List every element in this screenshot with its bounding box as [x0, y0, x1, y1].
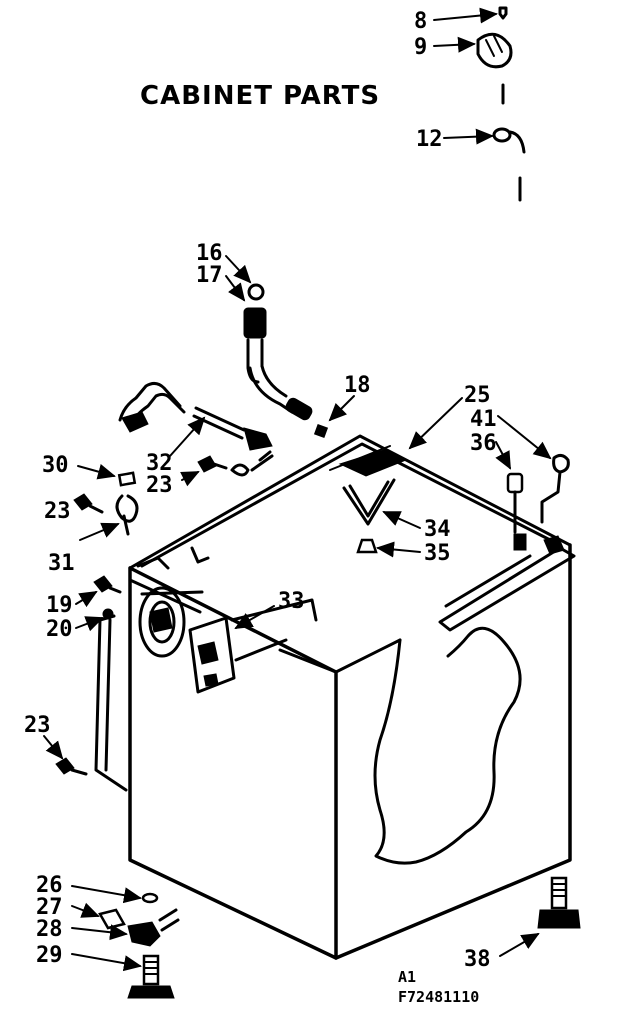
- control-motor-assembly: [138, 586, 204, 658]
- label-31: 31: [48, 551, 75, 576]
- label-20: 20: [46, 617, 73, 642]
- label-9: 9: [414, 35, 427, 60]
- footer-code-line1: A1: [398, 968, 416, 986]
- label-28: 28: [36, 917, 63, 942]
- part-23-screw-b: [73, 493, 104, 514]
- part-30-nut: [117, 471, 137, 487]
- part-29-leveling-foot: [127, 954, 175, 999]
- part-38-leveling-foot: [537, 876, 581, 929]
- label-17: 17: [196, 263, 223, 288]
- label-23-a: 23: [146, 473, 173, 498]
- label-26: 26: [36, 873, 63, 898]
- label-18: 18: [344, 373, 371, 398]
- leader-lines: [43, 7, 552, 972]
- part-8-screw: [498, 6, 508, 20]
- label-23-c: 23: [24, 713, 51, 738]
- label-33: 33: [278, 589, 305, 614]
- part-26-washer: [141, 892, 159, 904]
- part-19-screw: [93, 575, 122, 594]
- label-19: 19: [46, 593, 73, 618]
- side-bracket: [94, 614, 128, 792]
- part-31-clip: [115, 494, 139, 536]
- part-27-pad: [98, 908, 126, 930]
- top-rim-bracket-25: [329, 445, 408, 477]
- label-36: 36: [470, 431, 497, 456]
- label-32: 32: [146, 451, 173, 476]
- footer-code-line2: F72481110: [398, 988, 479, 1006]
- label-25: 25: [464, 383, 491, 408]
- fill-hose-assembly: [243, 283, 329, 439]
- label-27: 27: [36, 895, 63, 920]
- label-23-b: 23: [44, 499, 71, 524]
- label-35: 35: [424, 541, 451, 566]
- part-36-bolt: [506, 472, 527, 551]
- part-23-screw-c: [55, 757, 88, 776]
- label-16: 16: [196, 241, 223, 266]
- label-30: 30: [42, 453, 69, 478]
- part-33-switch: [188, 598, 318, 694]
- part-12-clip: [492, 83, 526, 202]
- part-41-clip: [540, 453, 570, 524]
- right-corner-bracket: [543, 535, 565, 555]
- diagram-title: CABINET PARTS: [140, 81, 380, 111]
- part-9-bracket: [476, 32, 513, 69]
- part-34-spring: [342, 478, 396, 526]
- label-38: 38: [464, 947, 491, 972]
- label-12: 12: [416, 127, 443, 152]
- part-28-foot-block: [127, 908, 180, 947]
- label-41: 41: [470, 407, 497, 432]
- cabinet-body: [128, 434, 576, 960]
- label-34: 34: [424, 517, 451, 542]
- label-29: 29: [36, 943, 63, 968]
- part-number-labels: 8 9 12 16 17 18 25 41 36 30 32 23 23 31 …: [24, 9, 497, 972]
- part-35-bumper: [356, 538, 378, 554]
- part-hose-bracket-top-left: [118, 381, 186, 433]
- label-8: 8: [414, 9, 427, 34]
- part-23-screw-a: [197, 455, 228, 473]
